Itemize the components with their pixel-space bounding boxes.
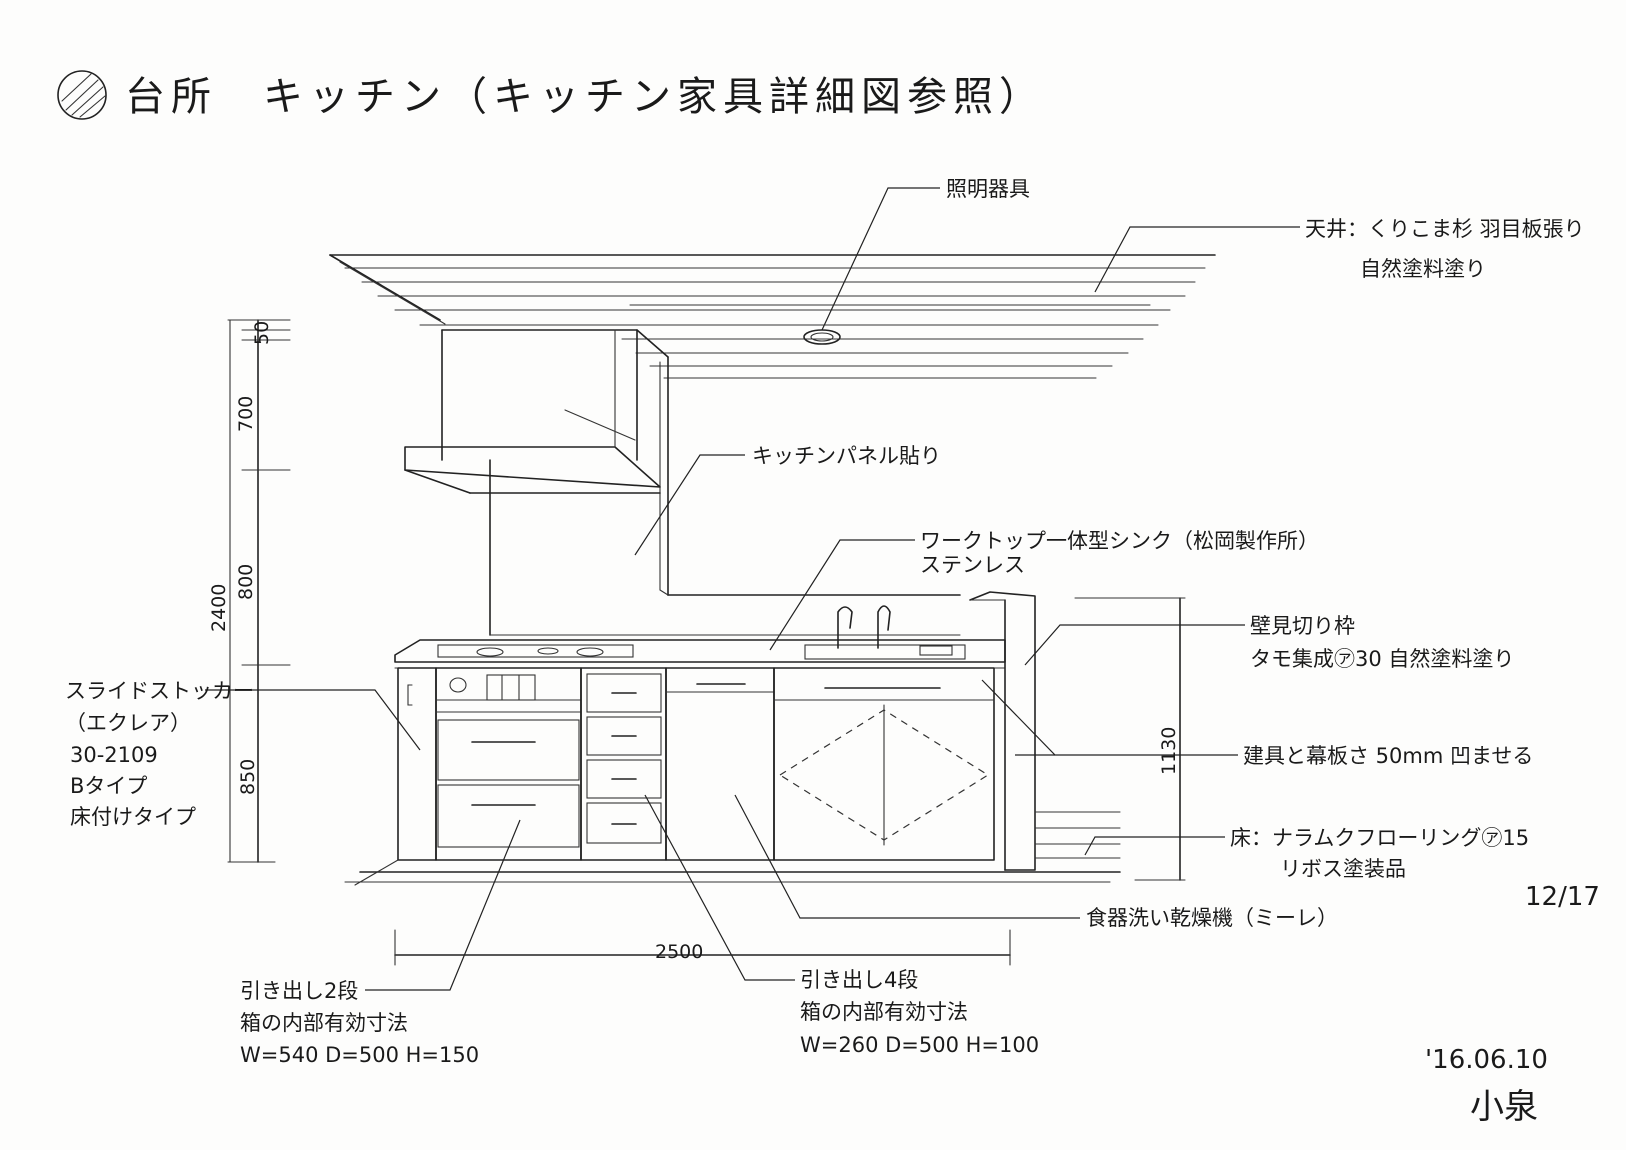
dim-700: 700 bbox=[235, 396, 257, 432]
label-stocker-1: スライドストッカー bbox=[65, 679, 254, 703]
label-floor-1: 床：ナラムクフローリング㋐15 bbox=[1230, 826, 1529, 850]
label-drawer2-2: 箱の内部有効寸法 bbox=[240, 1011, 408, 1035]
label-ceiling-2: 自然塗料塗り bbox=[1360, 257, 1486, 281]
wall-structure bbox=[441, 329, 961, 636]
label-drawer4-3: W=260 D=500 H=100 bbox=[800, 1033, 1039, 1057]
left-dimension-line bbox=[227, 319, 291, 863]
dim-850: 850 bbox=[237, 759, 259, 795]
ceiling-light bbox=[803, 329, 841, 345]
label-ceiling-1: 天井：くりこま杉 羽目板張り bbox=[1305, 217, 1585, 241]
dim-1130: 1130 bbox=[1158, 727, 1180, 775]
faucets bbox=[837, 605, 891, 649]
label-drawer2-3: W=540 D=500 H=150 bbox=[240, 1043, 479, 1067]
floor-lines bbox=[344, 811, 1121, 886]
label-partition-1: 壁見切り枠 bbox=[1250, 614, 1355, 638]
label-worktop-1: ワークトップ一体型シンク（松岡製作所） bbox=[920, 529, 1319, 553]
bottom-dimension-line bbox=[394, 929, 1011, 966]
drawing-title: 台所 キッチン（キッチン家具詳細図参照） bbox=[125, 74, 1045, 120]
label-recess: 建具と幕板さ 50mm 凹ませる bbox=[1243, 744, 1533, 768]
label-drawer4-1: 引き出し4段 bbox=[800, 968, 918, 992]
ceiling-boards bbox=[329, 254, 1216, 379]
dim-800: 800 bbox=[235, 564, 257, 600]
partition-frame bbox=[969, 591, 1036, 871]
leader-lines bbox=[205, 187, 1300, 991]
dim-2400: 2400 bbox=[208, 584, 230, 632]
dim-2500: 2500 bbox=[655, 941, 703, 963]
label-dishwasher: 食器洗い乾燥機（ミーレ） bbox=[1086, 906, 1338, 930]
range-hood bbox=[404, 329, 661, 494]
hatched-circle-mark bbox=[57, 70, 107, 120]
worktop bbox=[394, 639, 1006, 669]
label-lighting: 照明器具 bbox=[946, 177, 1030, 201]
label-worktop-2: ステンレス bbox=[920, 553, 1025, 577]
label-kitchen-panel: キッチンパネル貼り bbox=[752, 444, 941, 468]
label-stocker-5: 床付けタイプ bbox=[70, 805, 196, 829]
label-stocker-3: 30-2109 bbox=[70, 743, 158, 767]
label-drawer4-2: 箱の内部有効寸法 bbox=[800, 1000, 968, 1024]
right-dimension-line bbox=[1074, 597, 1186, 881]
label-drawer2-1: 引き出し2段 bbox=[240, 979, 358, 1003]
sheet-date: '16.06.10 bbox=[1425, 1045, 1548, 1075]
dim-50: 50 bbox=[251, 321, 273, 345]
label-stocker-2: （エクレア） bbox=[65, 711, 191, 735]
sheet-number: 12/17 bbox=[1525, 882, 1600, 912]
base-cabinets bbox=[397, 667, 995, 861]
label-floor-2: リボス塗装品 bbox=[1280, 857, 1406, 881]
label-stocker-4: Bタイプ bbox=[70, 774, 147, 798]
label-partition-2: タモ集成㋐30 自然塗料塗り bbox=[1250, 647, 1514, 671]
sheet-author: 小泉 bbox=[1470, 1087, 1538, 1127]
